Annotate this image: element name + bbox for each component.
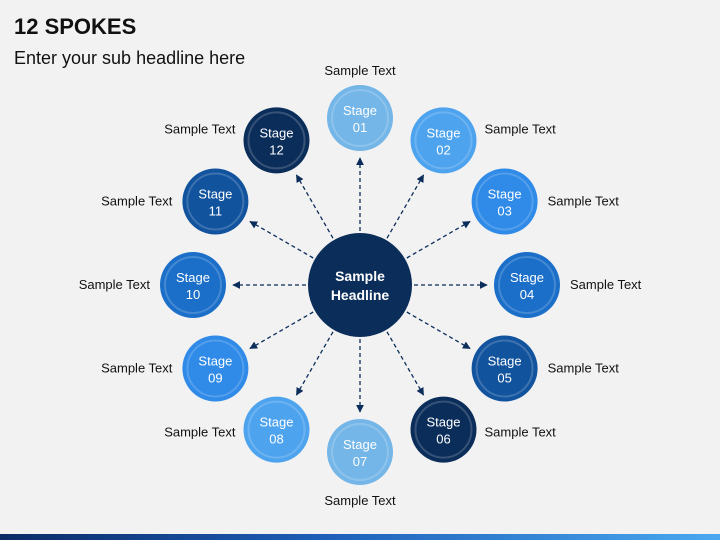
stage-node-10: Stage 10 Sample Text xyxy=(79,252,226,318)
stage-label-11: Stage xyxy=(198,187,232,202)
stage-circle-10 xyxy=(160,252,226,318)
stage-node-01: Stage 01 Sample Text xyxy=(324,63,396,151)
spoke-arrow-09 xyxy=(249,311,314,350)
stage-sample-text-04: Sample Text xyxy=(570,277,642,292)
stage-node-12: Stage 12 Sample Text xyxy=(164,107,310,174)
stage-circle-ring-03 xyxy=(475,172,534,231)
stage-label-07: Stage xyxy=(343,437,377,452)
stage-label-02: Stage xyxy=(427,125,461,140)
stage-number-06: 06 xyxy=(436,432,450,447)
stage-label-12: Stage xyxy=(260,125,294,140)
stage-circle-01 xyxy=(327,85,393,151)
stage-circle-ring-01 xyxy=(331,89,389,147)
stage-circle-ring-06 xyxy=(414,400,473,459)
stage-circle-02 xyxy=(410,107,477,174)
stage-node-06: Stage 06 Sample Text xyxy=(410,396,557,463)
spoke-arrow-03 xyxy=(406,220,471,259)
stage-node-02: Stage 02 Sample Text xyxy=(410,107,557,174)
stage-number-02: 02 xyxy=(436,142,450,157)
spoke-arrow-12 xyxy=(295,174,334,239)
stage-number-11: 11 xyxy=(209,204,223,219)
spoke-arrow-11 xyxy=(249,220,314,259)
stage-circle-06 xyxy=(410,396,477,463)
slide-title: 12 SPOKES xyxy=(14,14,137,39)
stage-number-01: 01 xyxy=(353,120,367,135)
stage-label-04: Stage xyxy=(510,270,544,285)
stage-sample-text-05: Sample Text xyxy=(548,361,620,376)
stage-node-05: Stage 05 Sample Text xyxy=(471,335,620,402)
stage-sample-text-02: Sample Text xyxy=(485,121,557,136)
stage-label-03: Stage xyxy=(488,187,522,202)
stage-label-06: Stage xyxy=(427,415,461,430)
stage-node-03: Stage 03 Sample Text xyxy=(471,168,620,235)
stage-label-01: Stage xyxy=(343,103,377,118)
stage-node-09: Stage 09 Sample Text xyxy=(101,335,249,402)
stage-number-08: 08 xyxy=(269,432,283,447)
stage-node-08: Stage 08 Sample Text xyxy=(164,396,310,463)
stage-number-04: 04 xyxy=(520,287,534,302)
stage-circle-07 xyxy=(327,419,393,485)
stage-sample-text-03: Sample Text xyxy=(548,194,620,209)
stage-sample-text-12: Sample Text xyxy=(164,121,236,136)
stage-sample-text-07: Sample Text xyxy=(324,493,396,508)
stage-circle-04 xyxy=(494,252,560,318)
stage-label-09: Stage xyxy=(198,354,232,369)
stage-circle-11 xyxy=(182,168,249,235)
center-circle xyxy=(308,233,412,337)
stage-sample-text-08: Sample Text xyxy=(164,425,236,440)
spoke-arrow-05 xyxy=(406,311,471,350)
spoke-arrow-08 xyxy=(295,331,334,396)
stage-sample-text-11: Sample Text xyxy=(101,194,173,209)
stage-number-09: 09 xyxy=(208,371,222,386)
stage-circle-ring-05 xyxy=(475,339,534,398)
stage-label-05: Stage xyxy=(488,354,522,369)
stage-label-08: Stage xyxy=(260,415,294,430)
stage-number-05: 05 xyxy=(497,371,511,386)
center-headline-line1: Sample xyxy=(335,268,385,284)
stage-node-04: Stage 04 Sample Text xyxy=(494,252,642,318)
slide-subtitle: Enter your sub headline here xyxy=(14,48,246,68)
stage-circle-ring-12 xyxy=(247,111,306,170)
stage-circle-ring-02 xyxy=(414,111,473,170)
stage-circle-09 xyxy=(182,335,249,402)
stage-circle-05 xyxy=(471,335,538,402)
stage-label-10: Stage xyxy=(176,270,210,285)
bottom-accent-bar xyxy=(0,534,720,540)
stage-circle-ring-07 xyxy=(331,423,389,481)
stage-circle-ring-09 xyxy=(186,339,245,398)
stage-number-07: 07 xyxy=(353,454,367,469)
stage-node-11: Stage 11 Sample Text xyxy=(101,168,249,235)
stage-number-10: 10 xyxy=(186,287,200,302)
stage-number-12: 12 xyxy=(269,142,283,157)
stage-sample-text-10: Sample Text xyxy=(79,277,151,292)
stage-circle-ring-04 xyxy=(498,256,556,314)
stage-circle-03 xyxy=(471,168,538,235)
stage-sample-text-06: Sample Text xyxy=(485,425,557,440)
spoke-arrow-06 xyxy=(386,331,425,396)
stage-circle-ring-08 xyxy=(247,400,306,459)
spoke-arrow-02 xyxy=(386,174,425,239)
stage-circle-08 xyxy=(243,396,310,463)
stage-sample-text-01: Sample Text xyxy=(324,63,396,78)
center-hub: Sample Headline xyxy=(308,233,412,337)
stage-circle-ring-11 xyxy=(186,172,245,231)
center-headline-line2: Headline xyxy=(331,287,390,303)
stage-sample-text-09: Sample Text xyxy=(101,361,173,376)
spokes-layer xyxy=(232,157,488,413)
stage-number-03: 03 xyxy=(497,204,511,219)
stage-circle-12 xyxy=(243,107,310,174)
stage-circle-ring-10 xyxy=(164,256,222,314)
